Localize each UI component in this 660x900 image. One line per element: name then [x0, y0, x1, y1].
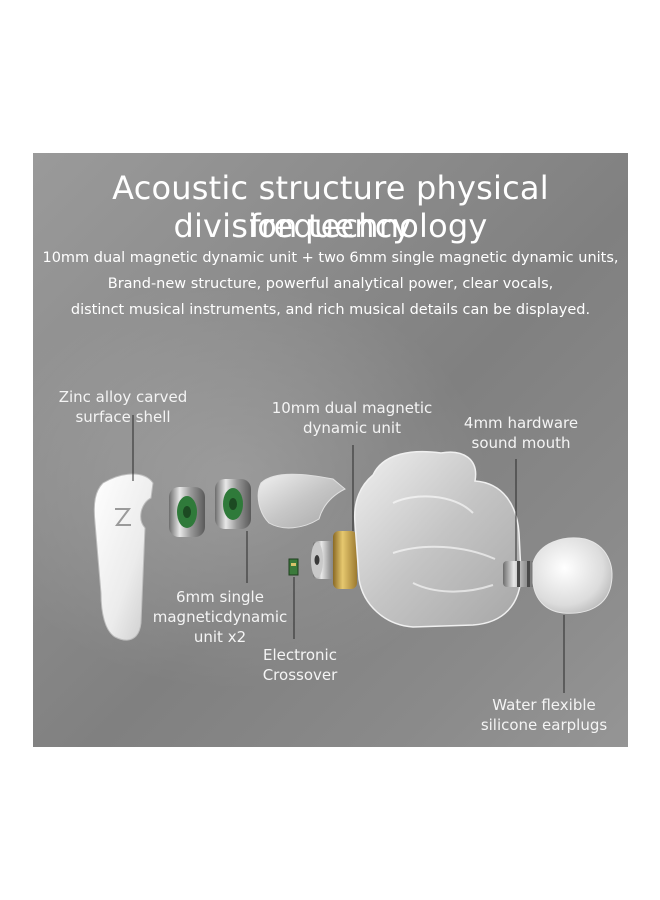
callout-6mm-line3: unit x2 [193, 628, 247, 646]
driver-6mm-2 [215, 479, 251, 529]
callout-crossover: Electronic Crossover [245, 645, 355, 685]
sound-mouth-nozzle [503, 561, 539, 587]
callout-mouth-line1: 4mm hardware [463, 414, 579, 432]
dynamic-driver-10mm [311, 531, 357, 589]
callout-mouth-line2: sound mouth [471, 434, 571, 452]
description-line1: 10mm dual magnetic dynamic unit + two 6m… [42, 250, 619, 266]
callout-shell-line2: surface shell [75, 408, 171, 426]
transparent-earphone-body [353, 450, 522, 628]
callout-6mm-driver: 6mm single magneticdynamic unit x2 [145, 587, 295, 647]
clear-sound-tube [257, 473, 346, 529]
callout-earplug-line1: Water flexible [492, 696, 596, 714]
electronic-crossover-chip [288, 558, 299, 576]
callout-earplug-line2: silicone earplugs [480, 716, 608, 734]
driver-6mm-1 [169, 487, 205, 537]
callout-earplug: Water flexible silicone earplugs [469, 695, 619, 735]
exploded-earphone-illustration [93, 415, 613, 693]
callout-crossover-line2: Crossover [262, 666, 338, 684]
callout-10mm-line1: 10mm dual magnetic [271, 399, 433, 417]
product-banner: Acoustic structure physical frequency di… [33, 153, 628, 747]
callout-6mm-line1: 6mm single [176, 588, 264, 606]
callout-10mm-line2: dynamic unit [303, 419, 401, 437]
callout-shell: Zinc alloy carved surface shell [53, 387, 193, 427]
description-line2: Brand-new structure, powerful analytical… [107, 276, 554, 292]
zinc-shell-part [93, 473, 154, 641]
callout-sound-mouth: 4mm hardware sound mouth [451, 413, 591, 453]
callout-crossover-line1: Electronic [263, 646, 337, 664]
silicone-earplug [532, 537, 613, 614]
description-line3: distinct musical instruments, and rich m… [70, 302, 591, 318]
callout-6mm-line2: magneticdynamic [152, 608, 288, 626]
page-title-line1: Acoustic structure physical frequency [112, 169, 549, 245]
page-title-line2: division technology [173, 207, 488, 245]
callout-10mm-driver: 10mm dual magnetic dynamic unit [257, 398, 447, 438]
callout-shell-line1: Zinc alloy carved [58, 388, 188, 406]
